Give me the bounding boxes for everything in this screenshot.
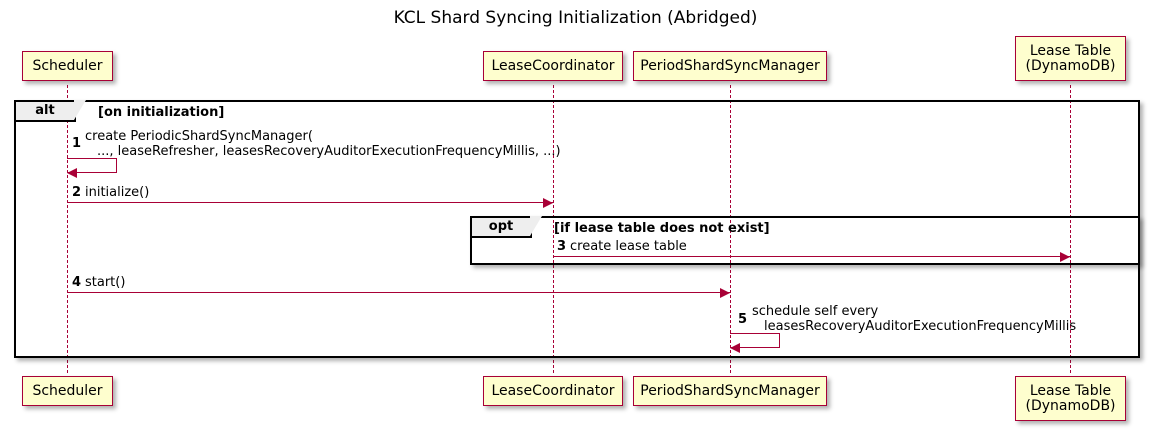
participant-label: Scheduler	[32, 57, 103, 74]
participant-scheduler-bottom[interactable]: Scheduler	[22, 376, 113, 406]
participant-leasecoord-top[interactable]: LeaseCoordinator	[483, 51, 623, 81]
participant-label: (DynamoDB)	[1025, 57, 1116, 74]
participant-label: (DynamoDB)	[1025, 397, 1116, 414]
alt-frame-guard-label: [on initialization]	[98, 105, 225, 120]
lifeline-scheduler	[67, 85, 68, 373]
participant-psm-bottom[interactable]: PeriodShardSyncManager	[633, 376, 827, 406]
msg-2-label: initialize()	[85, 185, 149, 200]
participant-label: Lease Table	[1029, 42, 1112, 59]
msg-3-text-line: create lease table	[570, 239, 687, 254]
msg-1-arrowhead-icon	[67, 168, 77, 178]
opt-frame	[470, 216, 1140, 265]
participant-psm-top[interactable]: PeriodShardSyncManager	[633, 51, 827, 81]
participant-leasecoord-bottom[interactable]: LeaseCoordinator	[483, 376, 623, 406]
lifeline-psm	[730, 85, 731, 373]
msg-4-text-line: start()	[85, 275, 126, 290]
msg-3-label: create lease table	[570, 239, 687, 254]
opt-frame-kind-tab: opt	[472, 216, 542, 238]
msg-5-text-line: leasesRecoveryAuditorExecutionFrequencyM…	[764, 319, 1077, 334]
participant-label: PeriodShardSyncManager	[640, 57, 820, 74]
msg-2-arrowhead-icon	[543, 198, 553, 208]
msg-2-text-line: initialize()	[85, 185, 150, 200]
participant-label: PeriodShardSyncManager	[640, 382, 820, 399]
participant-label: LeaseCoordinator	[491, 57, 615, 74]
msg-2-line	[67, 202, 553, 203]
msg-5-text-line: schedule self every	[752, 304, 879, 319]
msg-1-label: create PeriodicShardSyncManager(..., lea…	[85, 129, 561, 159]
opt-frame-guard-label: [if lease table does not exist]	[554, 221, 770, 236]
msg-4-arrowhead-icon	[720, 288, 730, 298]
participant-leasetable-bottom[interactable]: Lease Table(DynamoDB)	[1015, 376, 1126, 421]
participant-leasetable-top[interactable]: Lease Table(DynamoDB)	[1015, 36, 1126, 81]
msg-3-number: 3	[557, 239, 567, 254]
msg-5-selfcall-loop	[730, 333, 780, 348]
alt-frame-kind-tab: alt	[16, 100, 86, 122]
msg-1-text-line: create PeriodicShardSyncManager(	[85, 129, 313, 144]
msg-4-number: 4	[72, 275, 82, 290]
page-title: KCL Shard Syncing Initialization (Abridg…	[393, 8, 758, 28]
participant-label: Scheduler	[32, 382, 103, 399]
participant-label: Lease Table	[1029, 382, 1112, 399]
msg-3-arrowhead-icon	[1060, 252, 1070, 262]
msg-1-text-line: ..., leaseRefresher, leasesRecoveryAudit…	[97, 144, 561, 159]
msg-5-arrowhead-icon	[730, 343, 740, 353]
msg-3-line	[553, 256, 1070, 257]
msg-1-number: 1	[72, 136, 82, 151]
msg-4-line	[67, 292, 730, 293]
lifeline-leasecoord	[553, 85, 554, 373]
msg-5-number: 5	[738, 312, 748, 327]
msg-4-label: start()	[85, 275, 125, 290]
msg-2-number: 2	[72, 185, 82, 200]
participant-label: LeaseCoordinator	[491, 382, 615, 399]
msg-1-selfcall-loop	[67, 158, 117, 173]
lifeline-leasetable	[1070, 85, 1071, 373]
participant-scheduler-top[interactable]: Scheduler	[22, 51, 113, 81]
